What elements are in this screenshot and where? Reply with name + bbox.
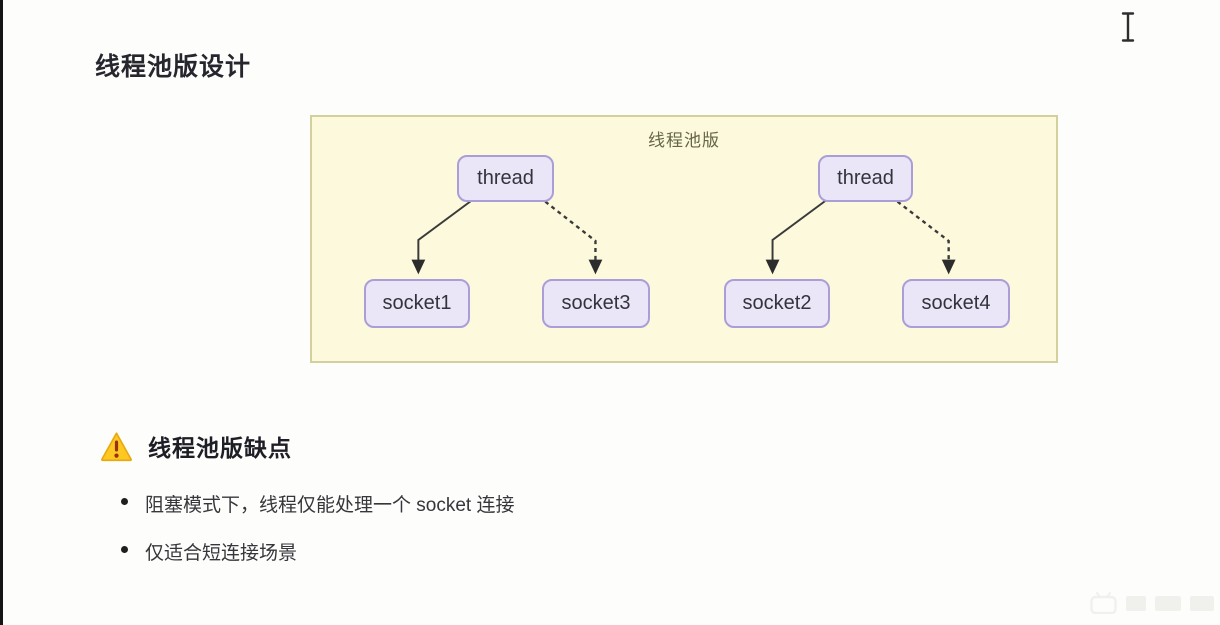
warning-heading-label: 线程池版缺点 <box>148 435 292 461</box>
watermark-glyph <box>1126 595 1146 611</box>
watermark-logo <box>1090 592 1214 614</box>
edge-thread-left-socket1 <box>417 199 473 262</box>
warning-heading: 线程池版缺点 <box>100 429 292 463</box>
node-socket3: socket3 <box>542 279 650 328</box>
edge-thread-right-socket2 <box>771 199 827 262</box>
warning-triangle-icon <box>101 431 132 461</box>
drawback-text-2: 仅适合短连接场景 <box>145 543 298 564</box>
node-socket1: socket1 <box>364 279 470 328</box>
tv-logo-icon <box>1090 592 1117 614</box>
node-thread-right: thread <box>818 155 913 202</box>
watermark-glyph <box>1155 595 1181 611</box>
arrowhead-socket2 <box>765 259 780 275</box>
page-title: 线程池版设计 <box>95 52 252 81</box>
edge-thread-right-socket4 <box>896 200 950 262</box>
node-thread-left: thread <box>457 155 554 202</box>
thread-pool-diagram: 线程池版 thread thread socket1 socket3 socke… <box>310 115 1058 363</box>
drawback-text-1: 阻塞模式下，线程仅能处理一个 socket 连接 <box>145 495 515 516</box>
arrowhead-socket4 <box>941 259 956 275</box>
arrowhead-socket3 <box>588 259 603 275</box>
text-ibeam-cursor-icon <box>1121 12 1135 42</box>
drawback-list: 阻塞模式下，线程仅能处理一个 socket 连接 仅适合短连接场景 <box>118 490 514 586</box>
watermark-glyph <box>1190 595 1214 611</box>
arrowhead-socket1 <box>411 259 426 275</box>
node-socket2: socket2 <box>724 279 830 328</box>
left-edge-strip <box>0 0 3 625</box>
node-socket4: socket4 <box>902 279 1010 328</box>
edge-thread-left-socket3 <box>544 200 597 262</box>
list-item: 阻塞模式下，线程仅能处理一个 socket 连接 <box>118 490 514 517</box>
list-item: 仅适合短连接场景 <box>118 538 514 565</box>
diagram-label: 线程池版 <box>648 131 720 150</box>
